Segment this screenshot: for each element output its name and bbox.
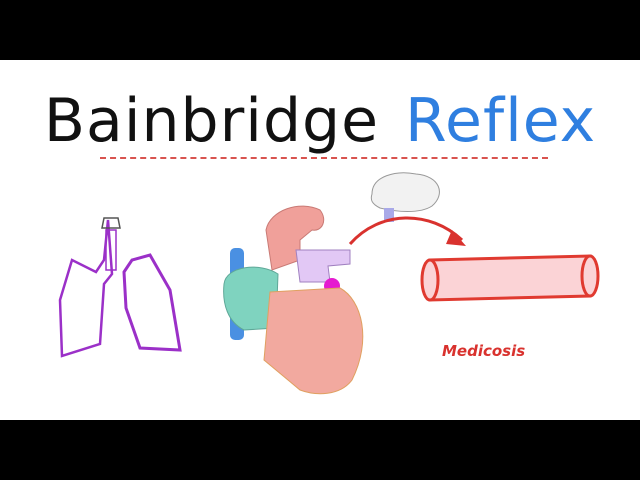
brain-icon xyxy=(370,172,440,222)
letterbox-bottom xyxy=(0,420,640,480)
title-word-bainbridge: Bainbridge xyxy=(43,86,380,156)
letterbox-top xyxy=(0,0,640,60)
arrow-icon xyxy=(348,216,464,245)
lungs-icon xyxy=(58,217,182,358)
title-word-reflex: Reflex xyxy=(405,86,597,156)
heart-icon xyxy=(223,205,364,395)
blood-vessel-icon xyxy=(420,254,600,302)
thumbnail-canvas: Bainbridge Reflex Medicosis xyxy=(0,60,640,420)
page-title: Bainbridge Reflex xyxy=(0,86,640,156)
title-underline xyxy=(100,157,548,159)
brand-logo: Medicosis xyxy=(442,342,526,360)
illustration xyxy=(58,172,600,395)
